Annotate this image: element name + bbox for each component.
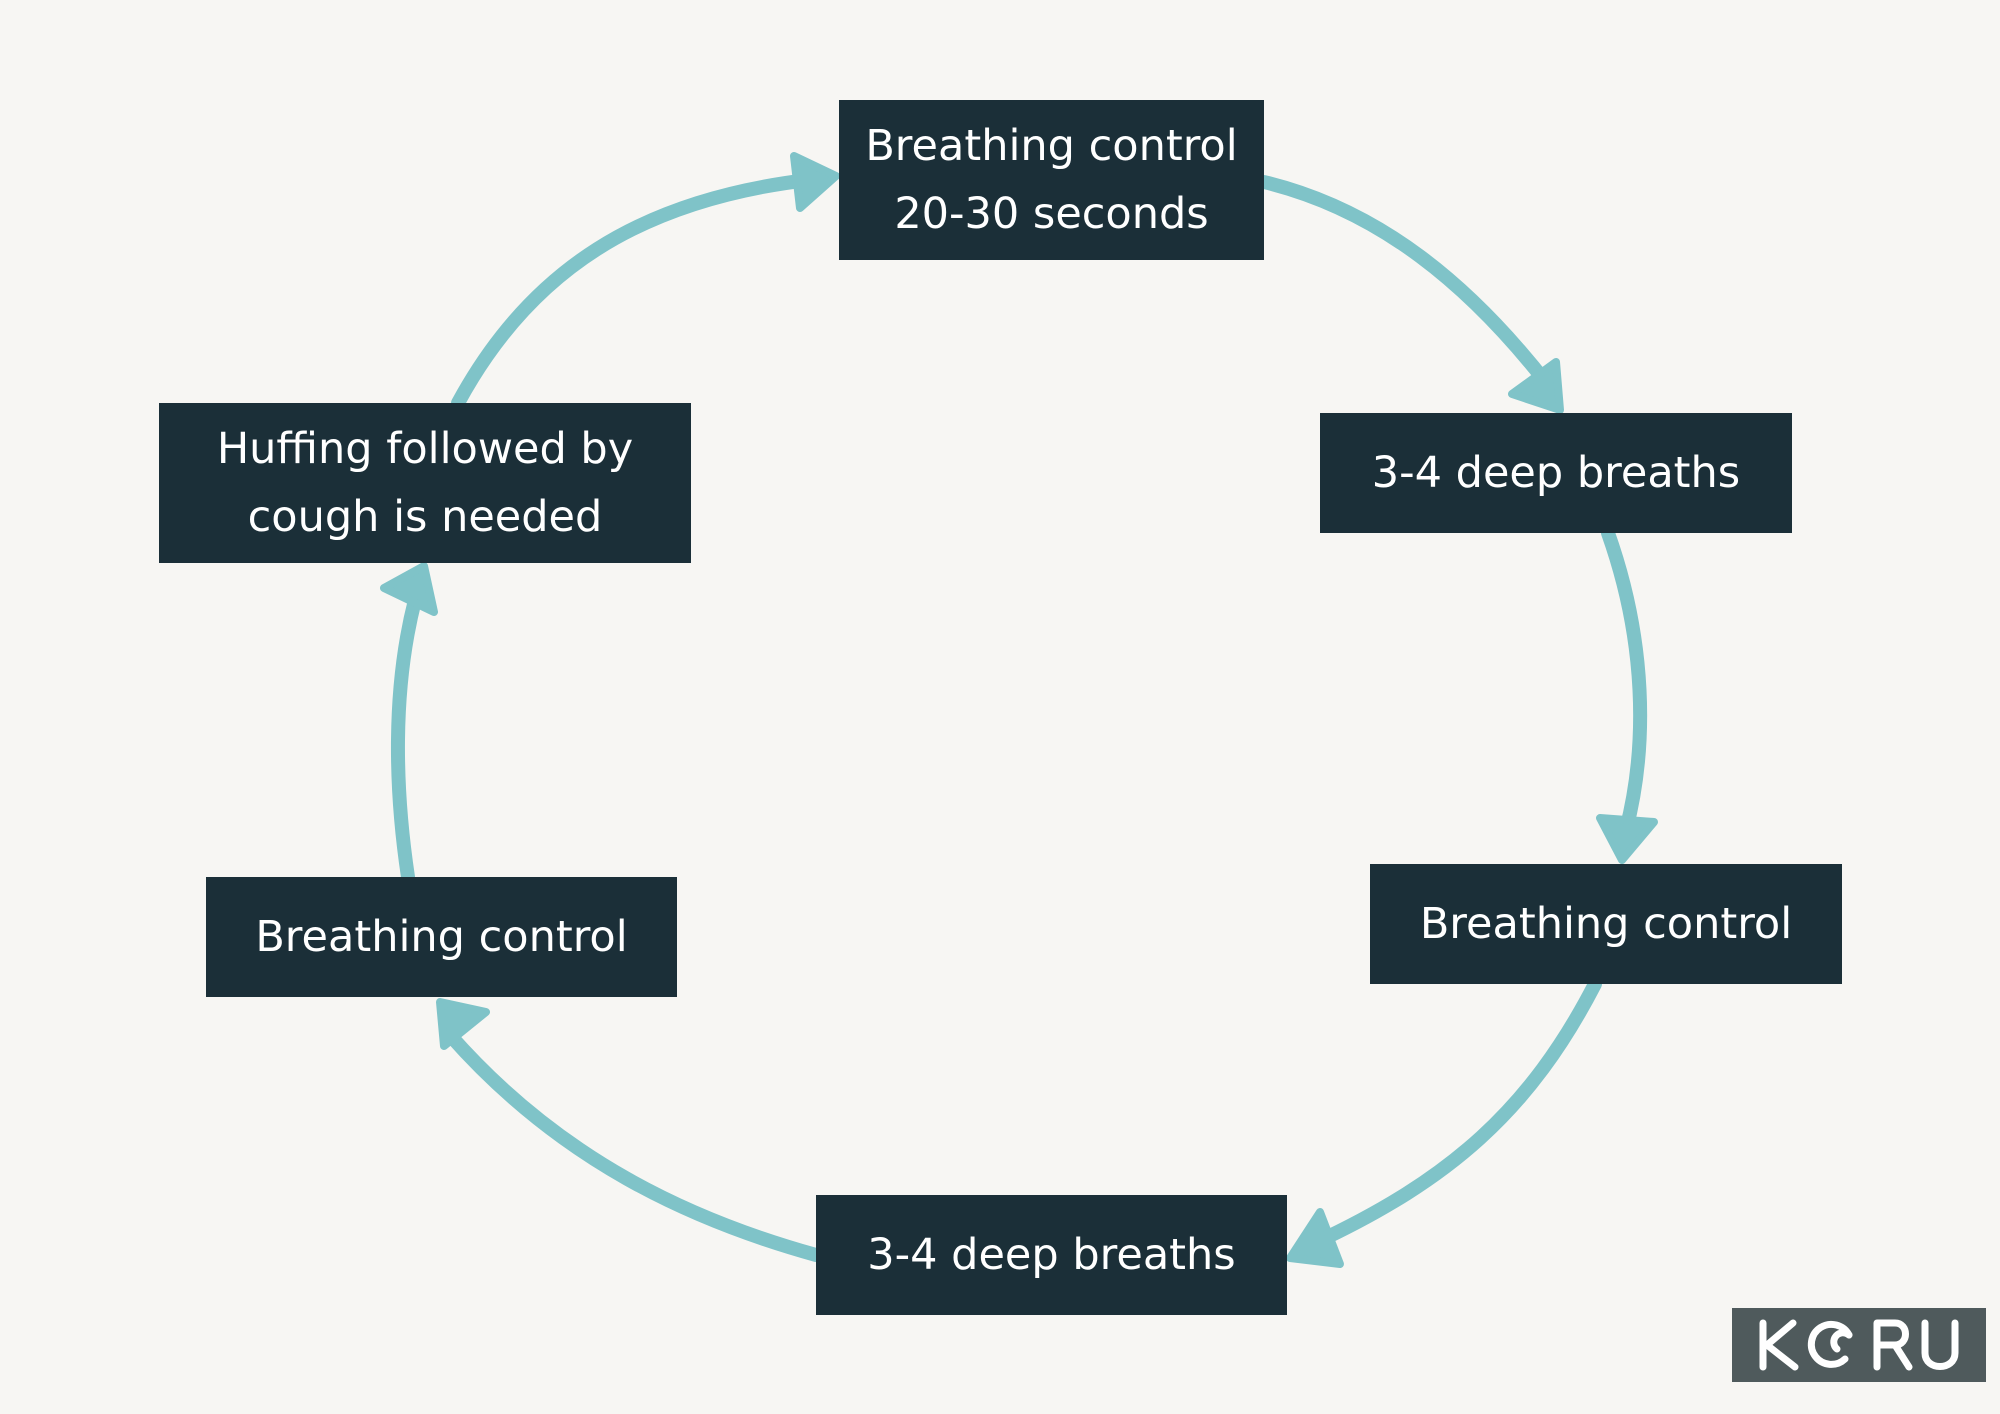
node-text-line: 3-4 deep breaths [1371,448,1741,498]
arrow-right-to-right-down [1601,526,1648,837]
koru-logo [1732,1308,1986,1382]
arrowhead-right-upper [1508,358,1564,414]
node-breathing-control-2: Breathing control [206,877,677,997]
node-deep-breaths-2: 3-4 deep breaths [816,1195,1287,1315]
node-text-line: 3-4 deep breaths [867,1230,1236,1280]
node-text-line: Breathing control [255,912,628,962]
node-text-line: cough is needed [247,492,603,542]
node-breathing-control-timed: Breathing control 20-30 seconds [839,100,1264,260]
node-text-line: Breathing control [1419,899,1793,949]
arrowhead-left [380,562,438,616]
node-text-line: Huffing followed by [216,424,634,474]
arrow-top-to-right [1257,175,1555,392]
arrow-right-down-to-bottom [1308,977,1602,1250]
arrowhead-right-lower [1596,814,1658,864]
node-text-line: 20-30 seconds [894,189,1209,239]
node-huffing-cough: Huffing followed by cough is needed [159,403,691,563]
arrow-left-up-to-top [451,173,815,410]
node-breathing-control-1: Breathing control [1370,864,1842,984]
arrowhead-bottom-left [436,998,490,1050]
arrowhead-top-left [790,152,840,212]
koru-logo-mark [1759,1319,1959,1371]
arrowhead-bottom-right [1286,1208,1344,1268]
node-deep-breaths-1: 3-4 deep breaths [1320,413,1792,533]
arrow-left-down-to-left-up [390,593,422,884]
koru-spiral-icon [1807,1320,1853,1368]
node-text-line: Breathing control [865,121,1238,171]
arrow-bottom-to-left-down [443,1028,823,1262]
